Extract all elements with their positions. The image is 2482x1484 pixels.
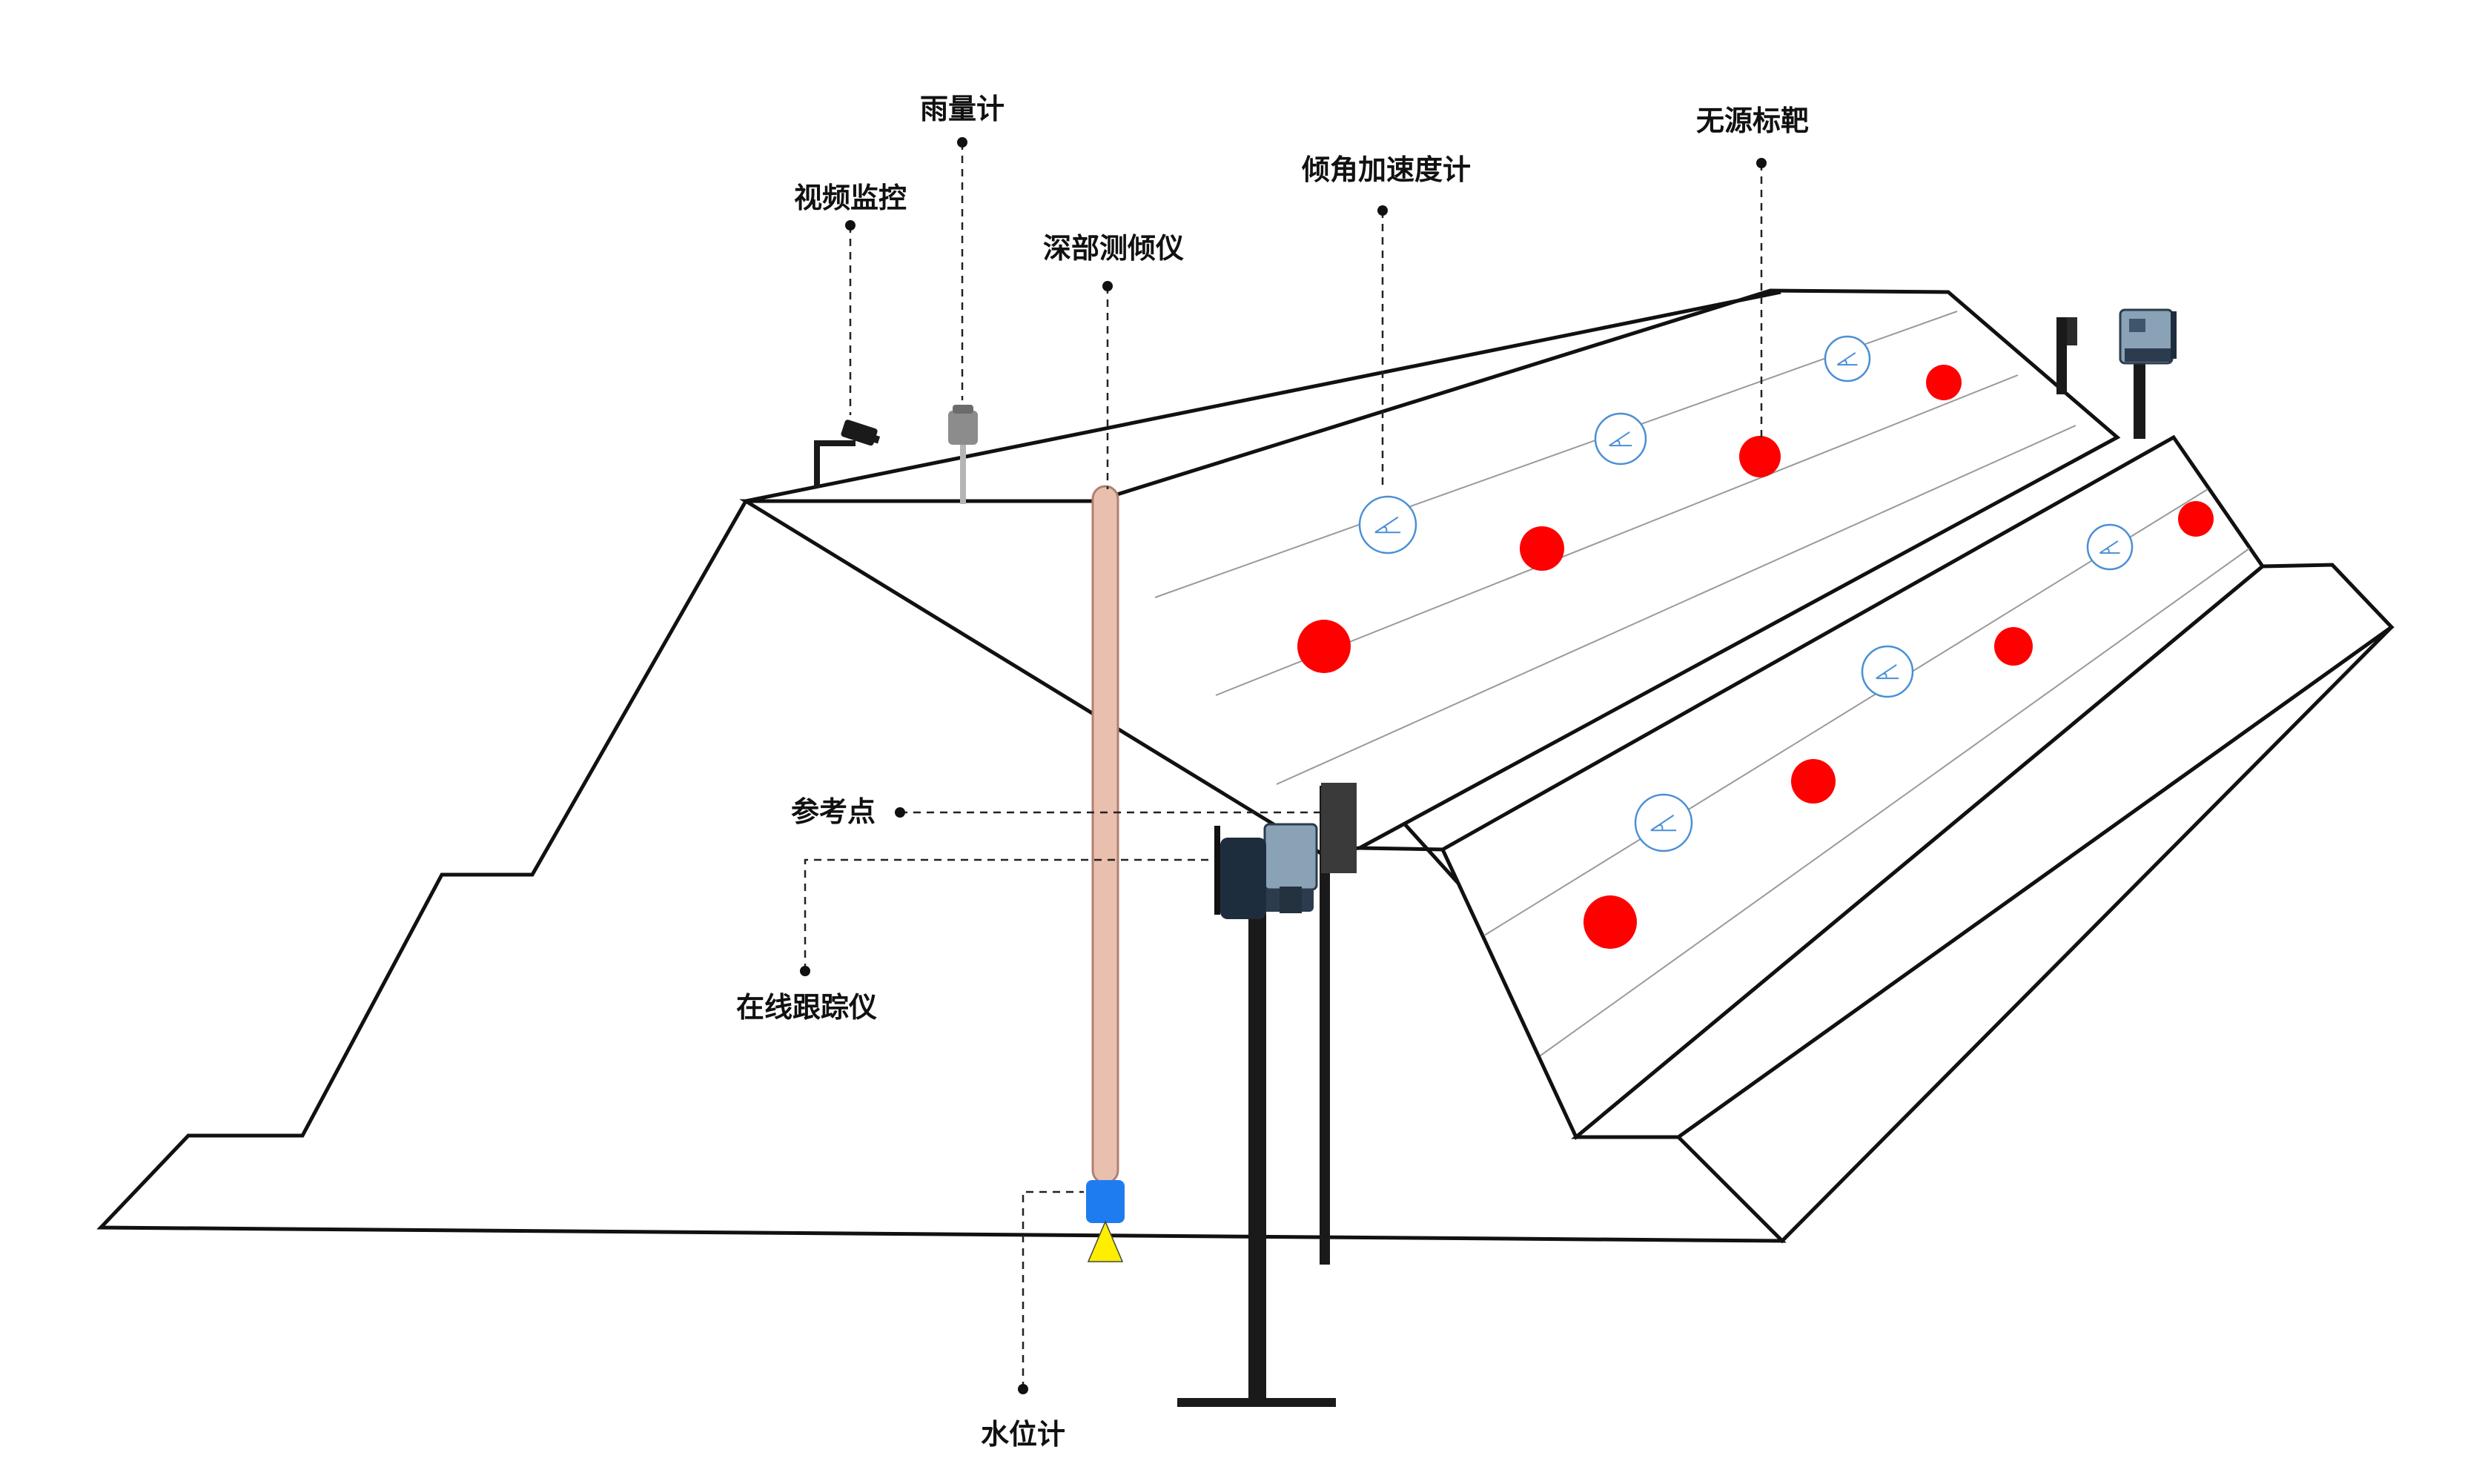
label-online-tracker: 在线跟踪仪 (736, 991, 877, 1024)
label-reference-point: 参考点 (791, 795, 876, 828)
leader-dots (800, 137, 1767, 1394)
passive-target-icon (1583, 895, 1637, 949)
passive-target-icon (1520, 526, 1564, 571)
passive-target-icon (1926, 365, 1962, 400)
label-passive-target: 无源标靶 (1696, 105, 1809, 137)
label-tilt-accelerometer: 倾角加速度计 (1301, 153, 1471, 186)
right-reference-post (2056, 317, 2077, 394)
tilt-sensor-icon (2086, 523, 2134, 571)
tilt-sensor-icon (1358, 495, 1417, 554)
tilt-sensor-icon (1824, 335, 1871, 382)
rain-gauge-icon (948, 405, 978, 504)
passive-target-icon (1994, 627, 2033, 666)
passive-target-icon (1791, 759, 1836, 804)
leader-lines (804, 142, 1763, 1389)
water-meter-body (1086, 1180, 1125, 1223)
right-tracker-icon (2119, 308, 2177, 439)
berm-edge (1359, 846, 1443, 852)
lower-slope-face (1571, 563, 2395, 1139)
label-video-monitor: 视频监控 (794, 182, 907, 214)
embankment-body (96, 499, 1787, 1243)
tilt-sensor-icon (1594, 412, 1647, 466)
reference-post (1320, 786, 1330, 1265)
reference-box (1321, 783, 1357, 873)
passive-target-group (1297, 365, 2214, 949)
passive-target-icon (1297, 620, 1351, 673)
inclinometer-tube (1091, 485, 1119, 1185)
passive-target-icon (2178, 501, 2214, 537)
tracker-icon (1177, 823, 1336, 1407)
camera-icon (814, 420, 881, 488)
label-deep-inclinometer: 深部测倾仪 (1043, 232, 1184, 265)
crest-edge (745, 290, 1781, 503)
toe-face (1675, 625, 2393, 1244)
middle-slope-guides (1483, 488, 2250, 1056)
water-meter-tip (1087, 1220, 1124, 1262)
label-water-level-meter: 水位计 (981, 1418, 1065, 1451)
label-rain-gauge: 雨量计 (920, 93, 1005, 125)
tilt-sensor-icon (1861, 645, 1914, 698)
tilt-sensor-icon (1634, 793, 1693, 852)
passive-target-icon (1739, 436, 1781, 477)
tilt-sensor-group (1358, 335, 2134, 852)
